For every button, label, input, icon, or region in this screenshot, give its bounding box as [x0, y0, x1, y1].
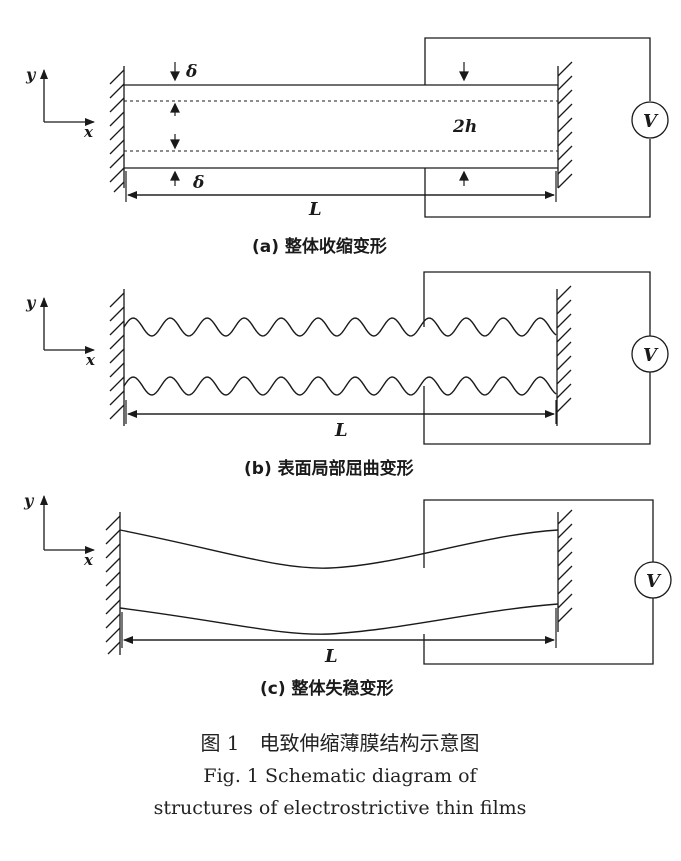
voltmeter-label-a: V [643, 111, 659, 132]
figure-caption-en-line2: structures of electrostrictive thin film… [154, 797, 527, 819]
panel-b: y x L V (b) 表面局部屈曲变形 [25, 271, 669, 479]
circuit-a [424, 37, 669, 218]
film-a [124, 84, 558, 169]
dimension-line-b [125, 400, 557, 424]
dimension-line-c [121, 608, 557, 648]
buckled-surface-bottom-b [123, 376, 557, 396]
figure-caption-cn: 图 1 电致伸缩薄膜结构示意图 [200, 731, 479, 755]
length-label-b: L [334, 420, 348, 441]
delta-label-top-a: δ [185, 62, 197, 82]
left-wall-b [109, 289, 125, 426]
voltmeter-label-b: V [643, 345, 659, 366]
axes-b [40, 297, 95, 354]
dimension-line-a [125, 171, 557, 202]
caption-b: (b) 表面局部屈曲变形 [244, 458, 414, 479]
right-wall-b [556, 285, 572, 426]
axis-y-label-c: y [23, 491, 35, 510]
delta-label-bottom-a: δ [192, 173, 204, 193]
left-wall-c [105, 512, 121, 655]
thickness-label-a: 2h [452, 117, 477, 137]
circuit-b [423, 271, 669, 445]
axes-c [40, 495, 95, 554]
figure-caption-en-line1: Fig. 1 Schematic diagram of [203, 765, 478, 787]
axis-y-label-a: y [25, 65, 37, 84]
panel-a: y x δ δ 2h [25, 37, 669, 257]
length-label-c: L [324, 646, 338, 667]
axis-x-label-b: x [85, 351, 96, 369]
caption-c: (c) 整体失稳变形 [260, 678, 394, 699]
buckled-surface-top-b [123, 317, 557, 337]
right-wall-a [557, 61, 573, 189]
delta-arrows-a [170, 62, 469, 186]
bent-film-c [119, 529, 559, 635]
panel-c: y x L V (c) 整体失稳变形 [23, 491, 672, 699]
left-wall-a [109, 66, 125, 193]
axis-x-label-a: x [83, 123, 94, 141]
voltmeter-label-c: V [646, 571, 662, 592]
circuit-c [423, 499, 672, 665]
length-label-a: L [308, 199, 322, 220]
axis-y-label-b: y [25, 293, 37, 312]
axis-x-label-c: x [83, 551, 94, 569]
right-wall-c [557, 509, 573, 632]
caption-a: (a) 整体收缩变形 [252, 236, 387, 257]
axes-a [40, 69, 95, 126]
